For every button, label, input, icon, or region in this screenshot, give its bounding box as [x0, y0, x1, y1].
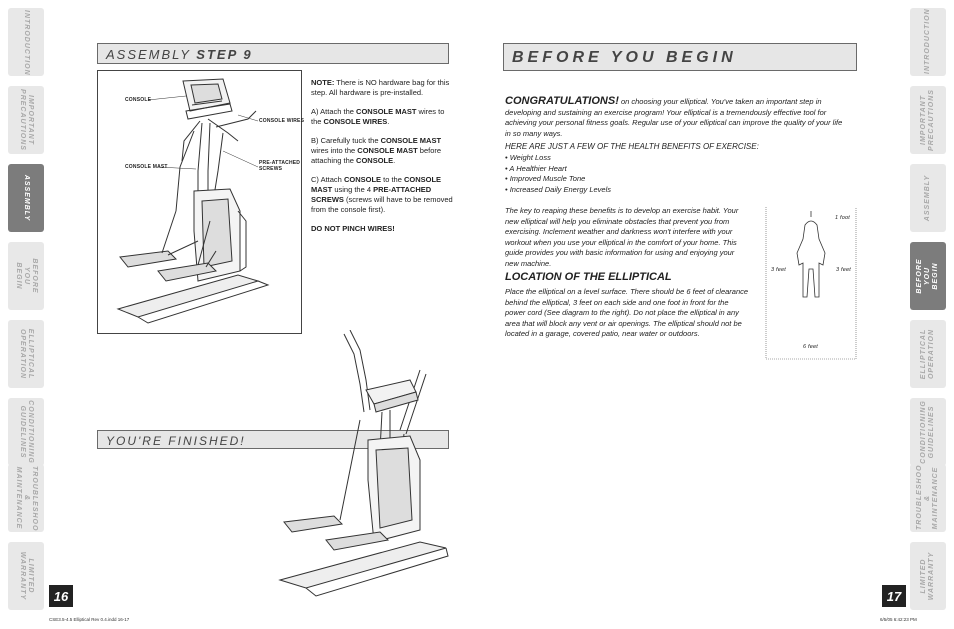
label-pre-attached: PRE-ATTACHED	[259, 160, 301, 166]
page-number-left: 16	[49, 585, 73, 607]
footer-file-info: CSE3.5-4.5 Elliptical Rev 0.4.indd 16-17	[49, 617, 130, 622]
elliptical-console-illustration	[116, 78, 270, 324]
clearance-rear: 6 feet	[803, 344, 818, 350]
clearance-front: 1 foot	[835, 215, 850, 221]
before-you-begin-header: BEFORE YOU BEGIN	[503, 43, 857, 71]
footer-date: 6/5/05 6:42:23 PM	[880, 617, 917, 622]
location-paragraph: Place the elliptical on a level surface.…	[505, 287, 749, 338]
tab-assembly[interactable]: ASSEMBLY	[910, 164, 946, 232]
assembly-diagram: CONSOLE CONSOLE WIRES CONSOLE MAST PRE-A…	[97, 70, 305, 334]
tab-important-precautions[interactable]: IMPORTANT PRECAUTIONS	[8, 86, 44, 154]
page-number-right: 17	[882, 585, 906, 607]
list-item: • Increased Daily Energy Levels	[505, 184, 612, 194]
tab-conditioning-guidelines[interactable]: CONDITIONING GUIDELINES	[8, 398, 44, 466]
label-console: CONSOLE	[125, 97, 152, 103]
tab-before-you-begin[interactable]: BEFORE YOU BEGIN	[910, 242, 946, 310]
tab-introduction[interactable]: INTRODUCTION	[8, 8, 44, 76]
clearance-outline	[765, 207, 857, 360]
congratulations-paragraph: CONGRATULATIONS! on choosing your ellipt…	[505, 95, 843, 138]
clearance-left: 3 feet	[771, 267, 786, 273]
list-item: • A Healthier Heart	[505, 163, 567, 173]
label-screws: SCREWS	[259, 166, 283, 172]
warning-text: DO NOT PINCH WIRES!	[311, 224, 395, 233]
location-heading: LOCATION OF THE ELLIPTICAL	[505, 271, 672, 283]
clearance-right: 3 feet	[836, 267, 851, 273]
tab-elliptical-operation[interactable]: ELLIPTICAL OPERATION	[910, 320, 946, 388]
benefits-heading: HERE ARE JUST A FEW OF THE HEALTH BENEFI…	[505, 142, 759, 151]
key-paragraph: The key to reaping these benefits is to …	[505, 206, 739, 268]
step-c: C) Attach CONSOLE to the CONSOLE MAST us…	[311, 175, 453, 214]
tab-limited-warranty[interactable]: LIMITED WARRANTY	[910, 542, 946, 610]
tab-introduction[interactable]: INTRODUCTION	[910, 8, 946, 76]
clearance-diagram: 1 foot 3 feet 3 feet 6 feet	[765, 207, 857, 360]
tab-elliptical-operation[interactable]: ELLIPTICAL OPERATION	[8, 320, 44, 388]
list-item: • Weight Loss	[505, 153, 551, 162]
finished-header: YOU'RE FINISHED!	[97, 430, 449, 449]
list-item: • Improved Muscle Tone	[505, 174, 586, 183]
note-paragraph: NOTE: There is NO hardware bag for this …	[311, 78, 450, 97]
label-console-wires: CONSOLE WIRES	[259, 118, 305, 124]
tab-assembly[interactable]: ASSEMBLY	[8, 164, 44, 232]
tab-troubleshooting[interactable]: TROUBLESHOOTING & MAINTENANCE	[8, 464, 44, 532]
step-b: B) Carefully tuck the CONSOLE MAST wires…	[311, 136, 442, 165]
tab-limited-warranty[interactable]: LIMITED WARRANTY	[8, 542, 44, 610]
step-a: A) Attach the CONSOLE MAST wires to the …	[311, 107, 445, 126]
tab-important-precautions[interactable]: IMPORTANT PRECAUTIONS	[910, 86, 946, 154]
tab-conditioning-guidelines[interactable]: CONDITIONING GUIDELINES	[910, 398, 946, 466]
benefits-list: • Weight Loss • A Healthier Heart • Impr…	[505, 153, 750, 195]
tab-troubleshooting[interactable]: TROUBLESHOOTING & MAINTENANCE	[910, 464, 946, 532]
label-console-mast: CONSOLE MAST	[125, 164, 168, 170]
assembly-instructions: NOTE: There is NO hardware bag for this …	[311, 78, 456, 243]
tab-before-you-begin[interactable]: BEFORE YOU BEGIN	[8, 242, 44, 310]
finished-elliptical-illustration	[278, 330, 449, 597]
assembly-step-header: ASSEMBLY STEP 9	[97, 43, 449, 64]
